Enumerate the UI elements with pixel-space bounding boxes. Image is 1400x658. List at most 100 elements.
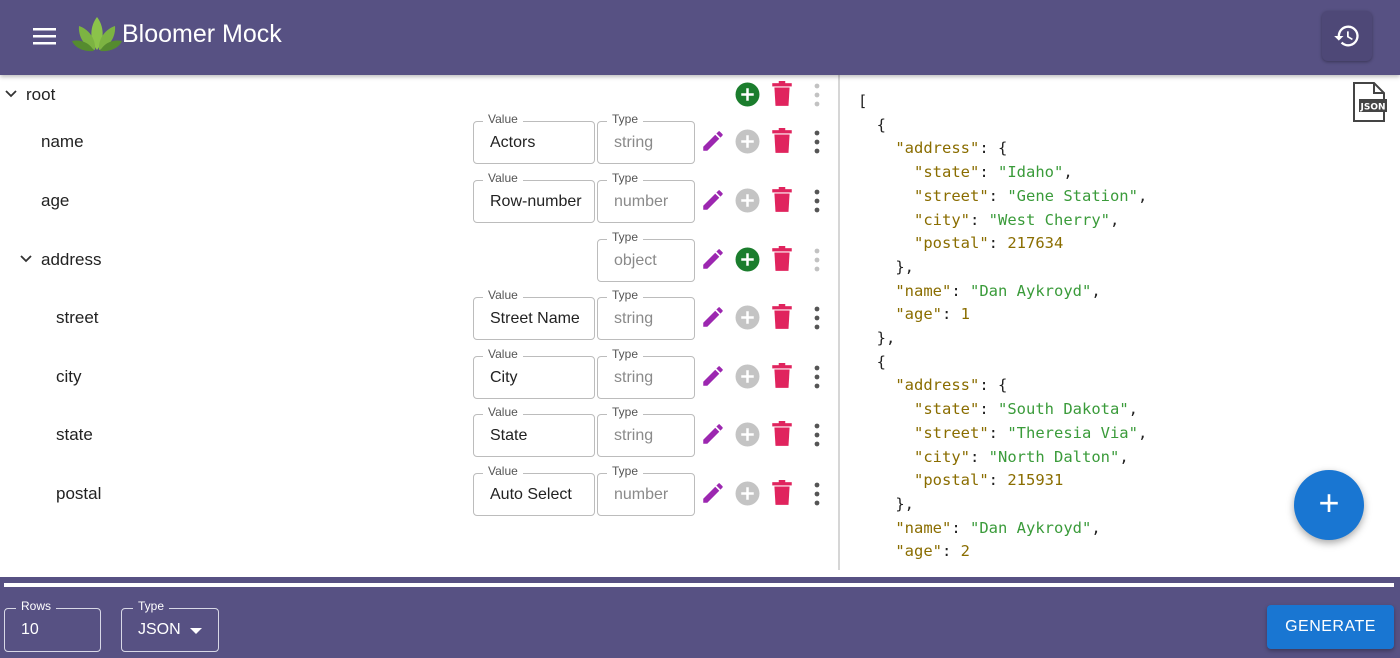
- type-text: string: [614, 134, 654, 151]
- type-field[interactable]: Type string: [597, 288, 695, 340]
- more-vert-icon[interactable]: [808, 481, 826, 507]
- more-vert-icon[interactable]: [808, 82, 826, 108]
- edit-pencil-icon[interactable]: [700, 128, 726, 154]
- delete-icon[interactable]: [771, 421, 793, 447]
- json-preview: [ { "address": { "state": "Idaho", "stre…: [840, 78, 1400, 570]
- edit-pencil-icon[interactable]: [700, 246, 726, 272]
- field-label: Value: [483, 405, 523, 419]
- add-child-icon[interactable]: [735, 305, 760, 330]
- delete-icon[interactable]: [771, 187, 793, 213]
- type-select-value: JSON: [138, 621, 181, 638]
- more-vert-icon[interactable]: [808, 188, 826, 214]
- type-field[interactable]: Type string: [597, 112, 695, 164]
- json-line: "age": 1: [895, 305, 971, 324]
- delete-icon[interactable]: [771, 128, 793, 154]
- value-field[interactable]: Value State: [473, 405, 595, 457]
- progress-bar: [4, 583, 1394, 587]
- tree-row-address: address Type object: [0, 230, 838, 288]
- tree-row-state: state Value State Type string: [0, 405, 838, 464]
- json-line: },: [858, 257, 914, 276]
- schema-tree: root name Value Actors Type string: [0, 75, 838, 577]
- node-label: address: [41, 250, 102, 269]
- add-child-icon[interactable]: [735, 422, 760, 447]
- value-text: City: [490, 369, 518, 386]
- add-child-icon[interactable]: [735, 481, 760, 506]
- dropdown-arrow-icon: [190, 628, 202, 634]
- history-icon: [1334, 25, 1359, 47]
- delete-icon[interactable]: [771, 363, 793, 389]
- more-vert-icon[interactable]: [808, 364, 826, 390]
- add-child-icon[interactable]: [735, 188, 760, 213]
- json-line: },: [858, 329, 896, 347]
- json-line: "age": 2: [895, 542, 971, 561]
- value-field[interactable]: Value Street Name: [473, 288, 595, 340]
- delete-icon[interactable]: [771, 81, 793, 107]
- add-child-icon[interactable]: [735, 247, 760, 272]
- value-text: Auto Select: [490, 486, 572, 503]
- json-line: "postal": 217634: [914, 234, 1064, 253]
- value-field[interactable]: Value Actors: [473, 112, 595, 164]
- svg-text:JSON: JSON: [1359, 103, 1385, 113]
- field-label: Type: [607, 171, 644, 185]
- field-label: Value: [483, 288, 523, 302]
- type-field[interactable]: Type string: [597, 347, 695, 399]
- type-text: number: [614, 486, 669, 503]
- type-text: string: [614, 427, 654, 444]
- rows-value: 10: [21, 621, 39, 638]
- generate-button[interactable]: GENERATE: [1267, 605, 1394, 649]
- field-label: Value: [483, 464, 523, 478]
- more-vert-icon[interactable]: [808, 422, 826, 448]
- json-line: "name": "Dan Aykroyd",: [895, 281, 1101, 300]
- json-line: "name": "Dan Aykroyd",: [895, 518, 1101, 537]
- delete-icon[interactable]: [771, 246, 793, 272]
- value-field[interactable]: Value Row-number: [473, 171, 595, 223]
- add-child-icon[interactable]: [735, 364, 760, 389]
- delete-icon[interactable]: [771, 480, 793, 506]
- chevron-down-icon[interactable]: [19, 252, 33, 266]
- menu-icon[interactable]: [28, 22, 62, 52]
- edit-pencil-icon[interactable]: [700, 363, 726, 389]
- history-button[interactable]: [1322, 11, 1372, 61]
- add-fab-button[interactable]: +: [1294, 470, 1364, 540]
- type-field[interactable]: Type string: [597, 405, 695, 457]
- node-label: postal: [56, 484, 102, 503]
- json-line: "city": "North Dalton",: [914, 447, 1129, 466]
- node-label: age: [41, 191, 70, 210]
- more-vert-icon[interactable]: [808, 305, 826, 331]
- field-label: Type: [607, 405, 644, 419]
- type-field[interactable]: Type number: [597, 171, 695, 223]
- json-file-icon[interactable]: JSON: [1350, 82, 1388, 122]
- add-child-icon[interactable]: [735, 129, 760, 154]
- edit-pencil-icon[interactable]: [700, 304, 726, 330]
- type-field[interactable]: Type object: [597, 230, 695, 282]
- chevron-down-icon[interactable]: [4, 87, 18, 101]
- field-label: Type: [607, 112, 644, 126]
- edit-pencil-icon[interactable]: [700, 421, 726, 447]
- value-text: Street Name: [490, 310, 580, 327]
- add-child-icon[interactable]: [735, 82, 760, 107]
- app-title: Bloomer Mock: [122, 20, 282, 48]
- rows-input[interactable]: Rows 10: [4, 599, 101, 652]
- json-line: "street": "Theresia Via",: [914, 423, 1148, 442]
- node-label: street: [56, 308, 99, 327]
- field-label: Value: [483, 347, 523, 361]
- footer-bar: Rows 10 Type JSON GENERATE: [0, 577, 1400, 658]
- edit-pencil-icon[interactable]: [700, 187, 726, 213]
- tree-row-age: age Value Row-number Type number: [0, 171, 838, 229]
- more-vert-icon[interactable]: [808, 129, 826, 155]
- value-field[interactable]: Value City: [473, 347, 595, 399]
- pane-divider[interactable]: [838, 75, 840, 570]
- type-text: string: [614, 369, 654, 386]
- type-select[interactable]: Type JSON: [121, 599, 219, 652]
- field-label: Type: [607, 230, 644, 244]
- tree-row-name: name Value Actors Type string: [0, 112, 838, 170]
- value-field[interactable]: Value Auto Select: [473, 464, 595, 516]
- more-vert-icon[interactable]: [808, 247, 826, 273]
- delete-icon[interactable]: [771, 304, 793, 330]
- tree-row-street: street Value Street Name Type string: [0, 288, 838, 346]
- json-line: "address": {: [895, 376, 1008, 395]
- json-line: {: [858, 115, 886, 134]
- type-field[interactable]: Type number: [597, 464, 695, 516]
- edit-pencil-icon[interactable]: [700, 480, 726, 506]
- type-text: number: [614, 193, 669, 210]
